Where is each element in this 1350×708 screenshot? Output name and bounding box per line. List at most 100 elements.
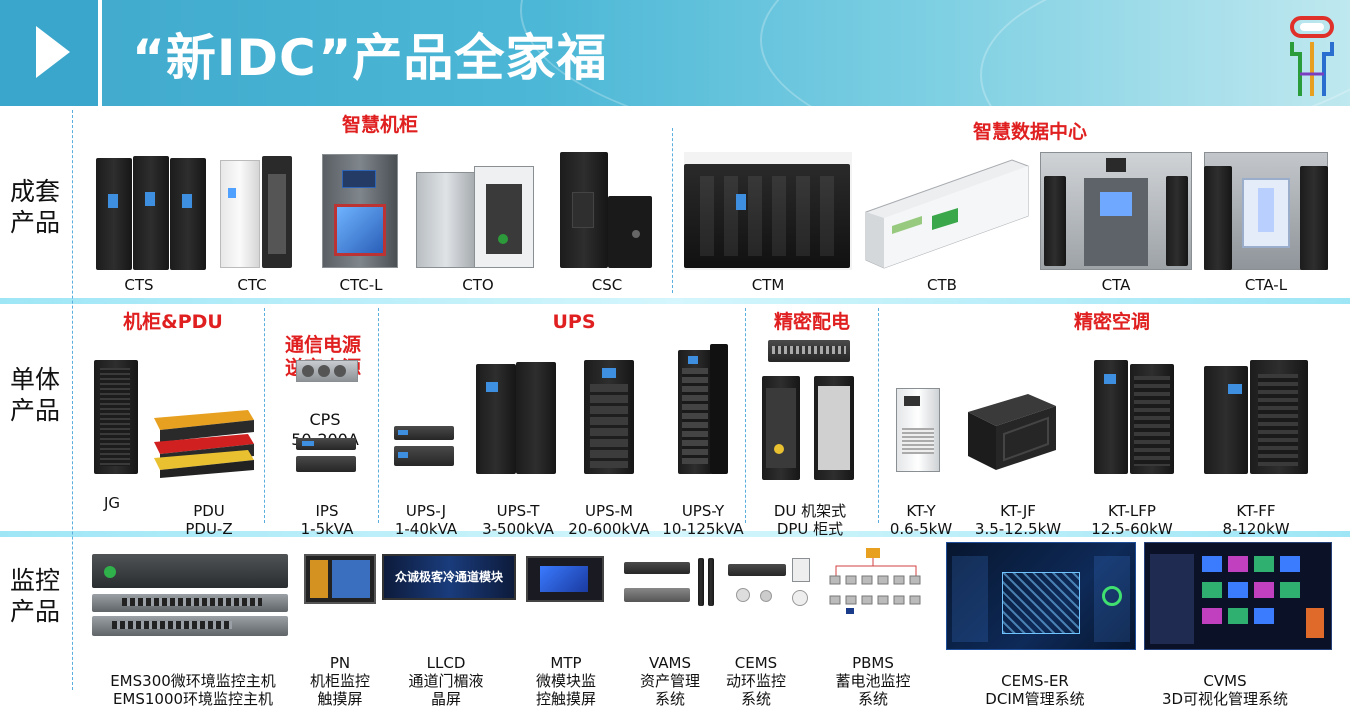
product-image-ups-m	[584, 360, 636, 476]
product-label-ems: EMS300微环境监控主机 EMS1000环境监控主机	[98, 654, 288, 708]
product-label-text: IPS 1-5kVA	[300, 502, 354, 538]
product-image-cps	[296, 360, 358, 384]
container-graphic	[865, 159, 1029, 269]
kt-jf-graphic	[968, 394, 1056, 470]
product-label-text: UPS-Y 10-125kVA	[662, 502, 744, 538]
row-separator	[0, 298, 1350, 304]
product-image-ctm	[684, 152, 852, 270]
product-label-ups-m: UPS-M 20-600kVA	[566, 484, 652, 538]
product-image-kt-y	[896, 388, 944, 474]
product-image-ctc-l	[322, 154, 400, 270]
product-image-csc	[558, 152, 654, 270]
product-image-cts	[96, 154, 206, 270]
product-label-text: UPS-T 3-500kVA	[482, 502, 554, 538]
product-label: CTC-L	[339, 276, 383, 294]
product-label-text: PBMS 蓄电池监控 系统	[835, 654, 911, 708]
product-label-text: KT-LFP 12.5-60kW	[1091, 502, 1173, 538]
group-title-ups: UPS	[552, 311, 596, 333]
column-divider	[878, 308, 879, 523]
product-label: CSC	[591, 276, 623, 294]
product-label-text: CEMS 动环监控 系统	[725, 654, 786, 708]
product-image-cems-er	[946, 542, 1136, 650]
product-image-pbms	[826, 546, 930, 616]
product-image-cto	[416, 164, 540, 270]
row-label-single: 单体 产品	[10, 364, 68, 426]
product-label-mtp: MTP 微模块监 控触摸屏	[524, 636, 608, 708]
pdu-graphic	[154, 410, 254, 478]
product-label-text: UPS-M 20-600kVA	[568, 502, 650, 538]
product-label-ups-j: UPS-J 1-40kVA	[388, 484, 464, 538]
product-label-du: DU 机架式 DPU 柜式	[762, 484, 858, 538]
product-image-pdu	[152, 408, 256, 480]
product-image-kt-lfp	[1094, 360, 1176, 476]
product-image-jg	[94, 360, 140, 476]
product-image-ups-y	[678, 344, 730, 476]
product-label-text: CVMS 3D可视化管理系统	[1161, 672, 1289, 708]
product-label-text: KT-FF 8-120kW	[1222, 502, 1290, 538]
column-divider	[264, 308, 265, 523]
brand-logo-icon	[1290, 16, 1334, 96]
group-title-precision-ac: 精密空调	[1073, 311, 1150, 333]
product-label-text: PN 机柜监控 触摸屏	[309, 654, 370, 708]
product-image-pn	[304, 554, 376, 604]
product-label-ups-y: UPS-Y 10-125kVA	[660, 484, 746, 538]
pbms-graphic	[829, 548, 921, 614]
product-label-pbms: PBMS 蓄电池监控 系统	[830, 636, 916, 708]
product-label-text: DU 机架式 DPU 柜式	[773, 502, 847, 538]
product-image-cems	[728, 556, 816, 608]
product-label-jg: JG	[103, 494, 121, 512]
product-image-cvms	[1144, 542, 1332, 650]
product-label: CTB	[927, 276, 957, 294]
product-label: CTA	[1101, 276, 1131, 294]
product-image-ctc	[218, 154, 294, 270]
llcd-screen-text: 众诚极客冷通道模块	[394, 570, 503, 584]
row-label-monitor: 监控 产品	[10, 565, 68, 627]
column-divider	[672, 128, 673, 293]
product-label-pdu: PDU PDU-Z	[176, 484, 242, 538]
product-label: CTS	[124, 276, 154, 294]
product-image-ups-t	[476, 362, 556, 476]
product-label-text: MTP 微模块监 控触摸屏	[535, 654, 596, 708]
product-label-text: EMS300微环境监控主机 EMS1000环境监控主机	[110, 672, 276, 708]
product-label-cems: CEMS 动环监控 系统	[718, 636, 794, 708]
product-image-mtp	[526, 556, 604, 602]
header-divider	[98, 0, 102, 106]
product-label-kt-ff: KT-FF 8-120kW	[1216, 484, 1296, 538]
page-title: “新IDC”产品全家福	[132, 29, 608, 87]
product-label-text: PDU PDU-Z	[185, 502, 233, 538]
row-label-text: 成套 产品	[10, 177, 61, 237]
group-title-precision-dist: 精密配电	[773, 311, 850, 333]
product-label-text: VAMS 资产管理 系统	[639, 654, 700, 708]
column-divider	[745, 308, 746, 523]
play-icon	[36, 26, 70, 78]
product-label: CTA-L	[1244, 276, 1288, 294]
product-image-ctb	[862, 156, 1030, 270]
product-label-text: KT-JF 3.5-12.5kW	[974, 502, 1062, 538]
product-label: CTM	[751, 276, 785, 294]
row-label-text: 单体 产品	[10, 365, 61, 425]
column-divider	[72, 110, 73, 690]
product-label-text: KT-Y 0.6-5kW	[889, 502, 953, 538]
product-image-ips	[296, 438, 358, 474]
product-label-kt-y: KT-Y 0.6-5kW	[884, 484, 958, 538]
product-label-text: CEMS-ER DCIM管理系统	[985, 672, 1085, 708]
product-label-llcd: LLCD 通道门楣液 晶屏	[400, 636, 492, 708]
product-label-kt-lfp: KT-LFP 12.5-60kW	[1084, 484, 1180, 538]
header-banner: “新IDC”产品全家福	[0, 0, 1350, 106]
product-image-vams	[624, 558, 716, 606]
product-image-kt-jf	[964, 392, 1058, 472]
product-label-vams: VAMS 资产管理 系统	[632, 636, 708, 708]
row-label-complete: 成套 产品	[10, 176, 68, 238]
product-image-llcd: 众诚极客冷通道模块	[382, 554, 516, 600]
product-image-cta-l	[1204, 152, 1328, 270]
product-label-ups-t: UPS-T 3-500kVA	[478, 484, 558, 538]
product-image-ups-j	[394, 426, 456, 470]
column-divider	[378, 308, 379, 523]
product-label-text: UPS-J 1-40kVA	[394, 502, 458, 538]
product-label: CTO	[462, 276, 494, 294]
product-image-ems	[92, 554, 290, 638]
group-title-cabinet-pdu: 机柜&PDU	[123, 311, 223, 333]
product-label-text: LLCD 通道门楣液 晶屏	[408, 654, 484, 708]
product-label-cvms: CVMS 3D可视化管理系统	[1150, 654, 1300, 708]
product-label-pn: PN 机柜监控 触摸屏	[302, 636, 378, 708]
